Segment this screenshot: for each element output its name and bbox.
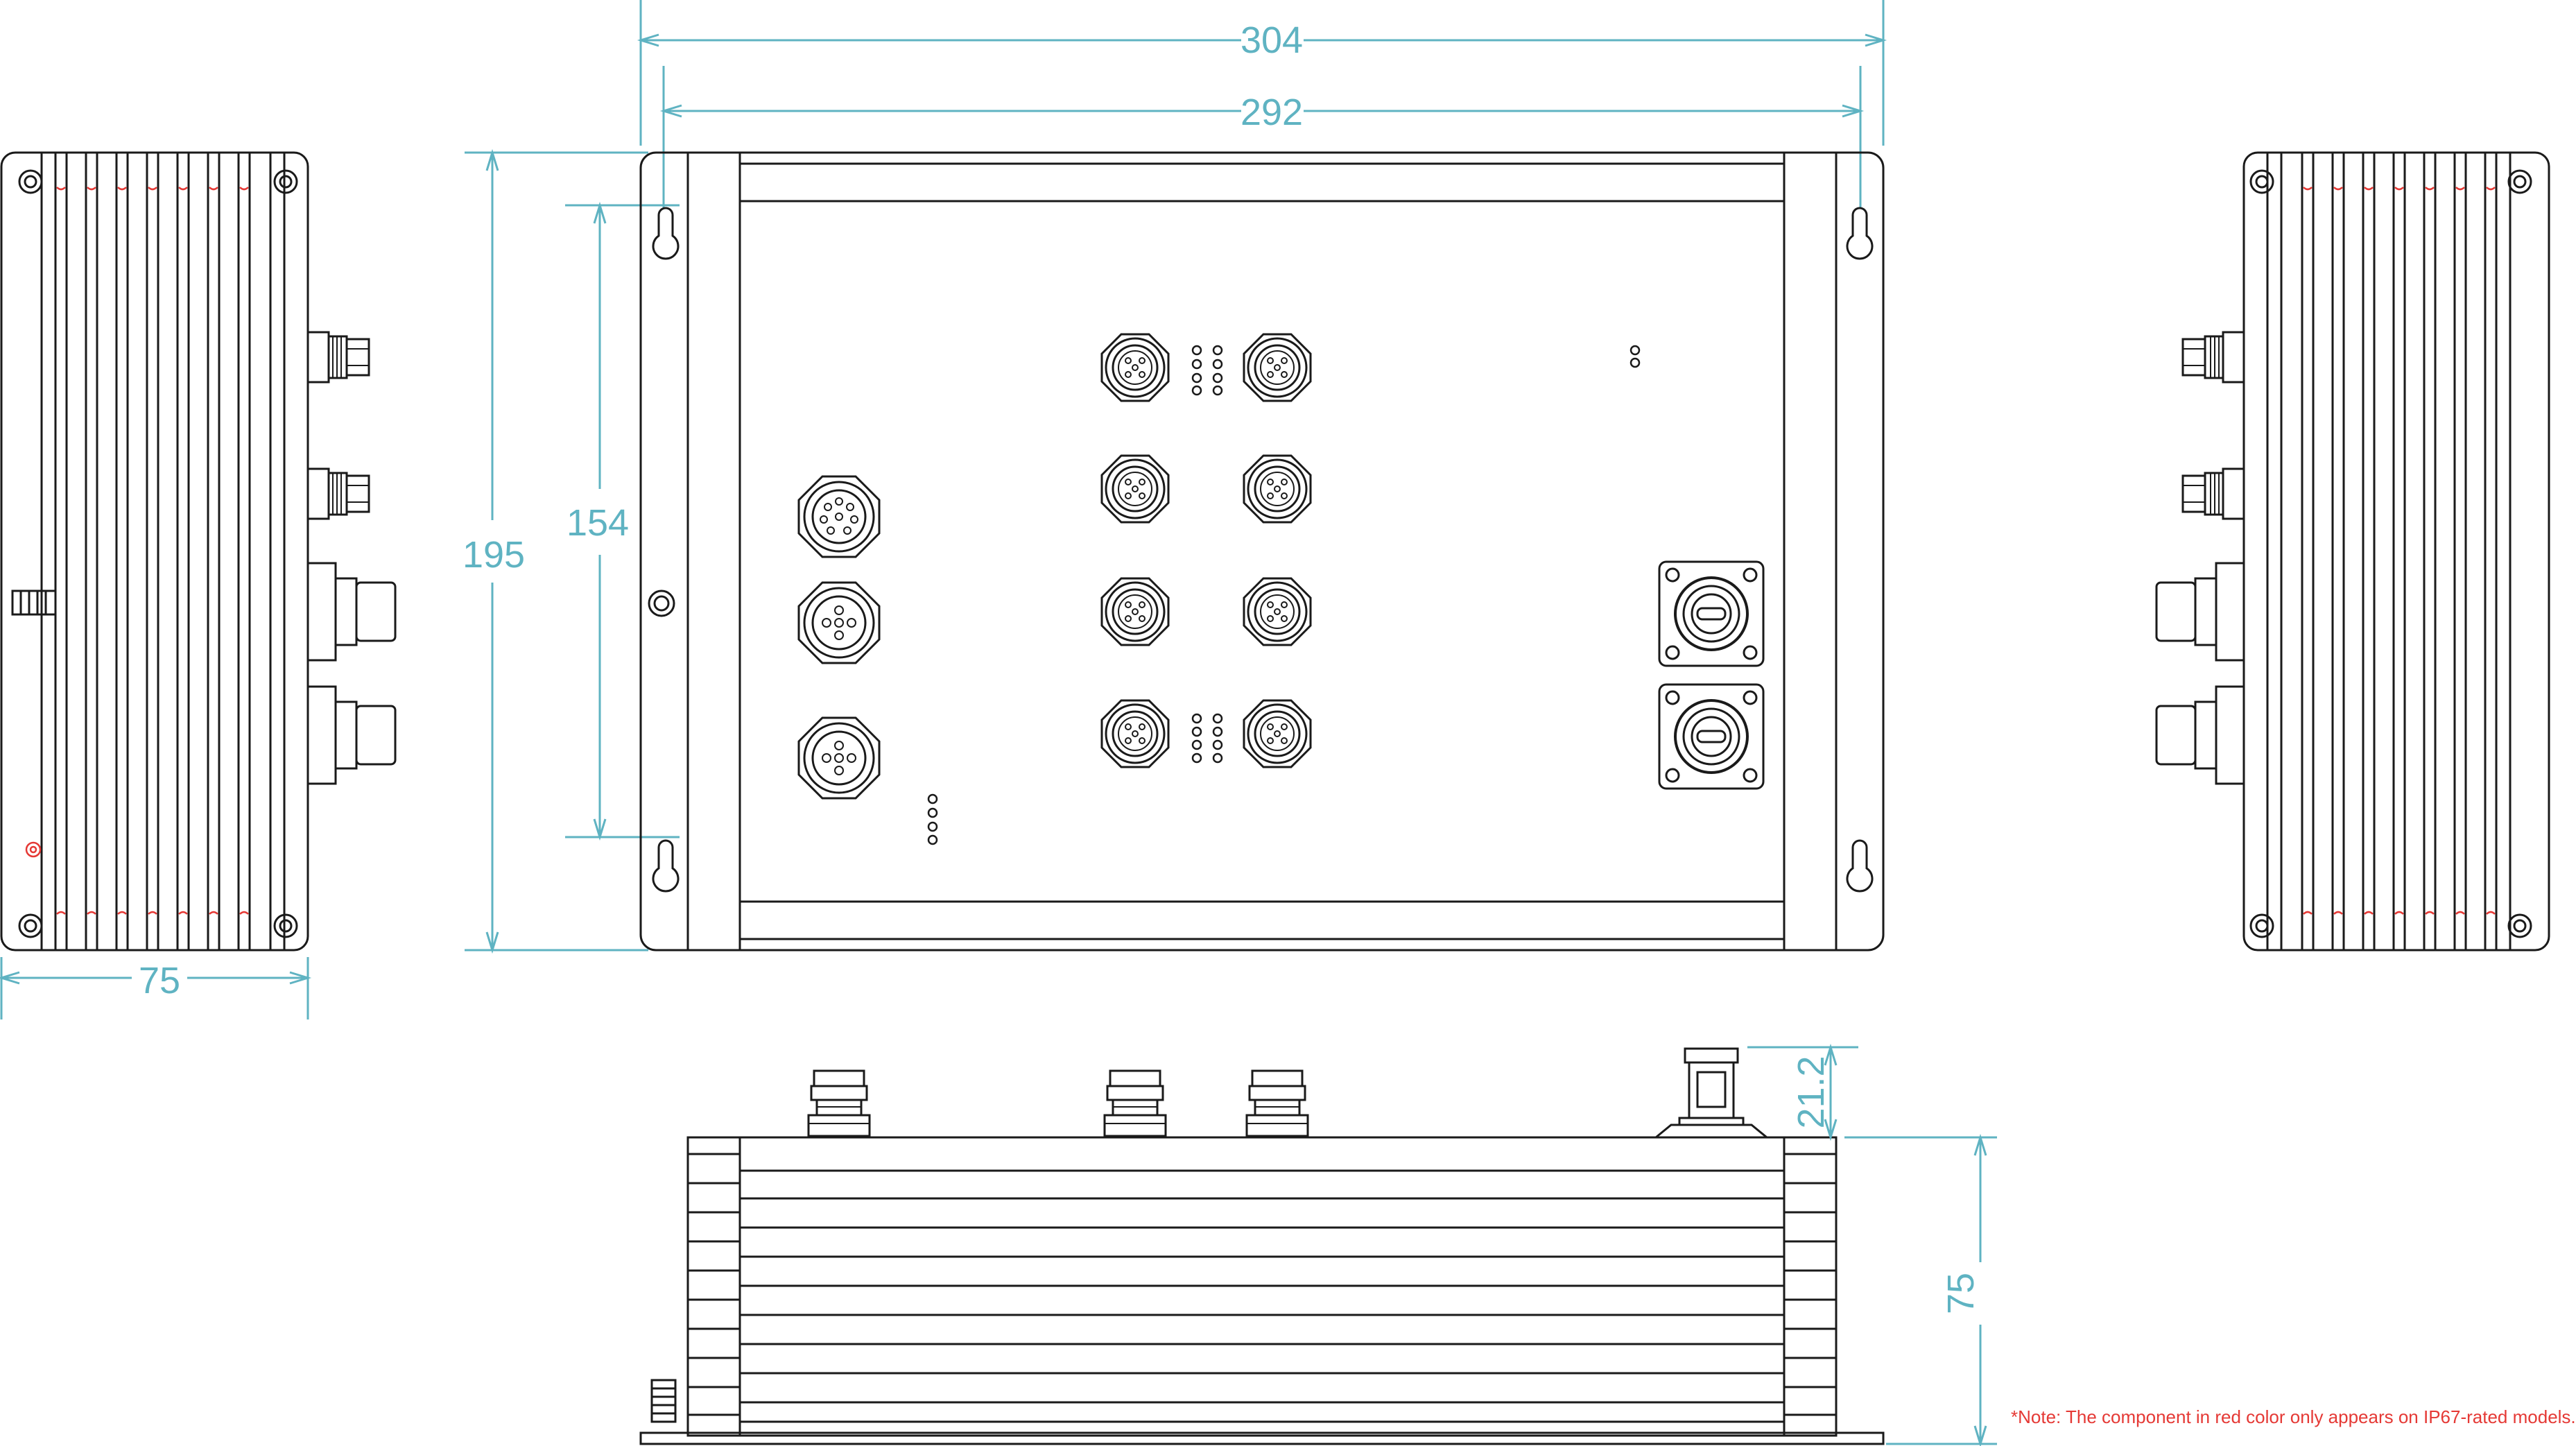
corner-screw-icon [18, 913, 43, 938]
dimension-label-75-body: 75 [1940, 1273, 1982, 1314]
left-side-seal-marks [25, 187, 249, 915]
ground-screw-icon [648, 589, 675, 617]
lan-port-icon [1100, 454, 1170, 524]
corner-screw-icon [2507, 913, 2532, 938]
antenna-connector-icon [1652, 1047, 1770, 1139]
lan-port-icon [1243, 333, 1312, 402]
right-side-seal-marks [2303, 187, 2496, 915]
dimension-overall-height [465, 148, 648, 954]
right-side-view [2242, 151, 2550, 952]
top-connector-icon [807, 1069, 871, 1137]
dimension-label-75-side: 75 [139, 960, 180, 1001]
heatsink-fins [688, 1153, 1836, 1423]
lan-port-icon [1100, 333, 1170, 402]
lan-port-icon [1100, 699, 1170, 768]
top-connector-icon [1245, 1069, 1309, 1137]
mount-keyhole-icon [1846, 839, 1874, 893]
system-led-indicators [927, 345, 1641, 845]
corner-screw-icon [273, 169, 298, 194]
left-side-view [0, 151, 309, 952]
bottom-antenna-icon [650, 1379, 677, 1423]
ip67-note: *Note: The component in red color only a… [2011, 1406, 2576, 1427]
dimension-label-154: 154 [567, 502, 629, 544]
dimension-side-depth [0, 957, 312, 1019]
side-connector-icon [306, 331, 370, 384]
corner-screw-icon [273, 913, 298, 938]
side-connector-icon [306, 467, 370, 520]
lan-port-icon [1243, 454, 1312, 524]
lan-port-icon [1100, 577, 1170, 646]
console-connector-icon [797, 475, 881, 558]
power-connector-icon [797, 581, 881, 664]
mount-keyhole-icon [652, 839, 680, 893]
lan-port-icon [1243, 699, 1312, 768]
dimension-label-292: 292 [1241, 92, 1303, 133]
fiber-connector-icon [1658, 683, 1765, 790]
corner-screw-icon [2249, 913, 2274, 938]
mount-keyhole-icon [1846, 207, 1874, 260]
side-connector-icon [306, 562, 397, 662]
side-connector-icon [2155, 562, 2245, 662]
dimension-overall-width [637, 0, 1887, 146]
dimension-label-304: 304 [1241, 19, 1303, 61]
corner-screw-icon [2249, 169, 2274, 194]
dimension-mount-height [565, 201, 680, 841]
fiber-connector-icon [1658, 560, 1765, 667]
side-connector-icon [2181, 331, 2245, 384]
dimension-label-195: 195 [463, 534, 525, 576]
lan-port-icon [1243, 577, 1312, 646]
side-connector-icon [306, 685, 397, 785]
bottom-view [639, 1136, 1885, 1445]
mount-keyhole-icon [652, 207, 680, 260]
port-led-indicators [1191, 345, 1223, 764]
power-connector-icon [797, 716, 881, 800]
front-view [639, 151, 1885, 952]
corner-screw-icon [2507, 169, 2532, 194]
side-connector-icon [2181, 467, 2245, 520]
dimension-label-21-2: 21.2 [1790, 1056, 1832, 1128]
dimension-mount-width [659, 66, 1865, 208]
side-connector-icon [2155, 685, 2245, 785]
corner-screw-icon [18, 169, 43, 194]
dimension-body-height [1844, 1133, 1997, 1446]
top-connector-icon [1103, 1069, 1167, 1137]
side-antenna-icon [11, 589, 57, 616]
